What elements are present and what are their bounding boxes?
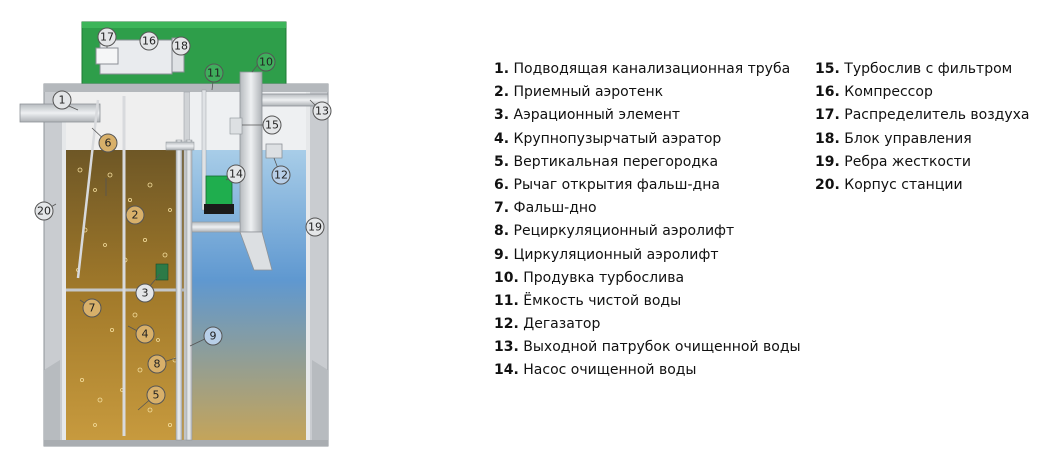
legend-item: 14. Насос очищенной воды [494, 359, 801, 382]
legend-item: 4. Крупнопузырчатый аэратор [494, 128, 801, 151]
recirculation-airlift [176, 140, 182, 440]
callout-17: 17 [98, 28, 116, 46]
callout-6: 6 [99, 134, 117, 152]
legend-item: 2. Приемный аэротенк [494, 81, 801, 104]
callout-16: 16 [140, 32, 158, 50]
callout-12: 12 [272, 166, 290, 184]
legend-item: 17. Распределитель воздуха [815, 104, 1030, 127]
legend-list-left: 1. Подводящая канализационная труба 2. П… [494, 58, 801, 383]
callout-13: 13 [313, 102, 331, 120]
svg-text:19: 19 [308, 221, 322, 234]
svg-text:20: 20 [37, 205, 51, 218]
svg-text:18: 18 [174, 40, 188, 53]
aeration-element [156, 264, 168, 280]
svg-text:17: 17 [100, 31, 114, 44]
legend-item: 16. Компрессор [815, 81, 1030, 104]
svg-text:16: 16 [142, 35, 156, 48]
callout-18: 18 [172, 37, 190, 55]
callout-8: 8 [148, 355, 166, 373]
svg-text:8: 8 [154, 358, 161, 371]
callout-11: 11 [205, 64, 223, 82]
svg-text:14: 14 [229, 168, 243, 181]
callout-20: 20 [35, 202, 53, 220]
svg-text:3: 3 [142, 287, 149, 300]
airlift-elbow [166, 142, 194, 150]
clean-tank-pipe [202, 90, 206, 210]
legend-item: 19. Ребра жесткости [815, 151, 1030, 174]
legend-item: 12. Дегазатор [494, 313, 801, 336]
legend-list-right: 15. Турбослив с фильтром 16. Компрессор … [815, 58, 1030, 197]
air-distributor [96, 48, 118, 64]
callout-4: 4 [136, 325, 154, 343]
bottom-base [44, 440, 328, 446]
svg-text:1: 1 [59, 94, 66, 107]
septic-station-diagram: 1 2 3 4 5 6 7 8 9 10 11 12 13 14 15 16 1… [0, 0, 460, 470]
legend-item: 10. Продувка турбослива [494, 267, 801, 290]
svg-text:11: 11 [207, 67, 221, 80]
svg-text:10: 10 [259, 56, 273, 69]
svg-text:13: 13 [315, 105, 329, 118]
svg-text:5: 5 [153, 389, 160, 402]
callout-10: 10 [257, 53, 275, 71]
callout-9: 9 [204, 327, 222, 345]
callout-3: 3 [136, 284, 154, 302]
callout-15: 15 [263, 116, 281, 134]
legend-item: 20. Корпус станции [815, 174, 1030, 197]
legend-item: 11. Ёмкость чистой воды [494, 290, 801, 313]
degasser [266, 144, 282, 158]
legend-item: 1. Подводящая канализационная труба [494, 58, 801, 81]
top-flange [44, 84, 328, 92]
callout-7: 7 [83, 299, 101, 317]
svg-text:6: 6 [105, 137, 112, 150]
left-rib [44, 360, 60, 440]
connection-pipe [190, 222, 240, 232]
legend-item: 13. Выходной патрубок очищенной воды [494, 336, 801, 359]
callout-5: 5 [147, 386, 165, 404]
legend-item: 3. Аэрационный элемент [494, 104, 801, 127]
legend-item: 6. Рычаг открытия фальш-дна [494, 174, 801, 197]
right-rib [312, 360, 328, 440]
legend-item: 18. Блок управления [815, 128, 1030, 151]
circulation-airlift [186, 140, 192, 440]
svg-text:15: 15 [265, 119, 279, 132]
filter-stub [230, 118, 242, 134]
legend-item: 7. Фальш-дно [494, 197, 801, 220]
svg-text:7: 7 [89, 302, 96, 315]
pump-base [204, 204, 234, 214]
callout-1: 1 [53, 91, 71, 109]
svg-text:12: 12 [274, 169, 288, 182]
legend-item: 15. Турбослив с фильтром [815, 58, 1030, 81]
legend-item: 5. Вертикальная перегородка [494, 151, 801, 174]
turbo-drain-pipe [240, 72, 262, 232]
legend-item: 9. Циркуляционный аэролифт [494, 244, 801, 267]
callout-19: 19 [306, 218, 324, 236]
legend-item: 8. Рециркуляционный аэролифт [494, 220, 801, 243]
svg-text:9: 9 [210, 330, 217, 343]
lid-top-edge [82, 22, 286, 28]
callout-14: 14 [227, 165, 245, 183]
svg-text:4: 4 [142, 328, 149, 341]
callout-2: 2 [126, 206, 144, 224]
svg-text:2: 2 [132, 209, 139, 222]
